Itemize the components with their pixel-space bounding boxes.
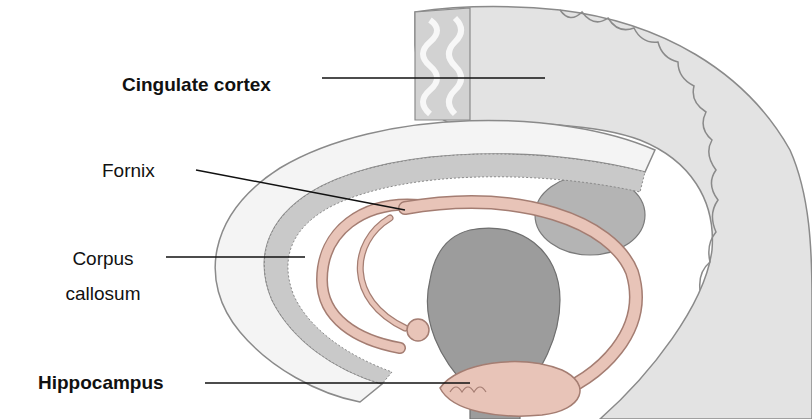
hippocampus [440, 362, 580, 416]
leader-line [205, 382, 470, 384]
hippocampus-digits [450, 387, 486, 392]
callosum-cut [264, 154, 645, 384]
structure-label: Cingulate cortex [122, 73, 312, 97]
leader-line [196, 170, 405, 210]
fornix-arc-fill [322, 204, 420, 348]
structure-label: Fornix [102, 159, 192, 183]
cortex-cut [415, 8, 470, 120]
leader-line [166, 256, 305, 258]
mammillary-body [407, 319, 429, 341]
cut-gyri [423, 20, 437, 114]
fornix-inner-fill [360, 218, 405, 328]
fornix-inner [360, 218, 405, 328]
cut-gyri-2 [449, 18, 461, 114]
leader-line [322, 77, 545, 79]
fornix-arc [322, 204, 420, 348]
corpus-callosum [215, 120, 655, 402]
structure-label: Corpus callosum [44, 241, 162, 311]
structure-label: Hippocampus [38, 371, 198, 395]
